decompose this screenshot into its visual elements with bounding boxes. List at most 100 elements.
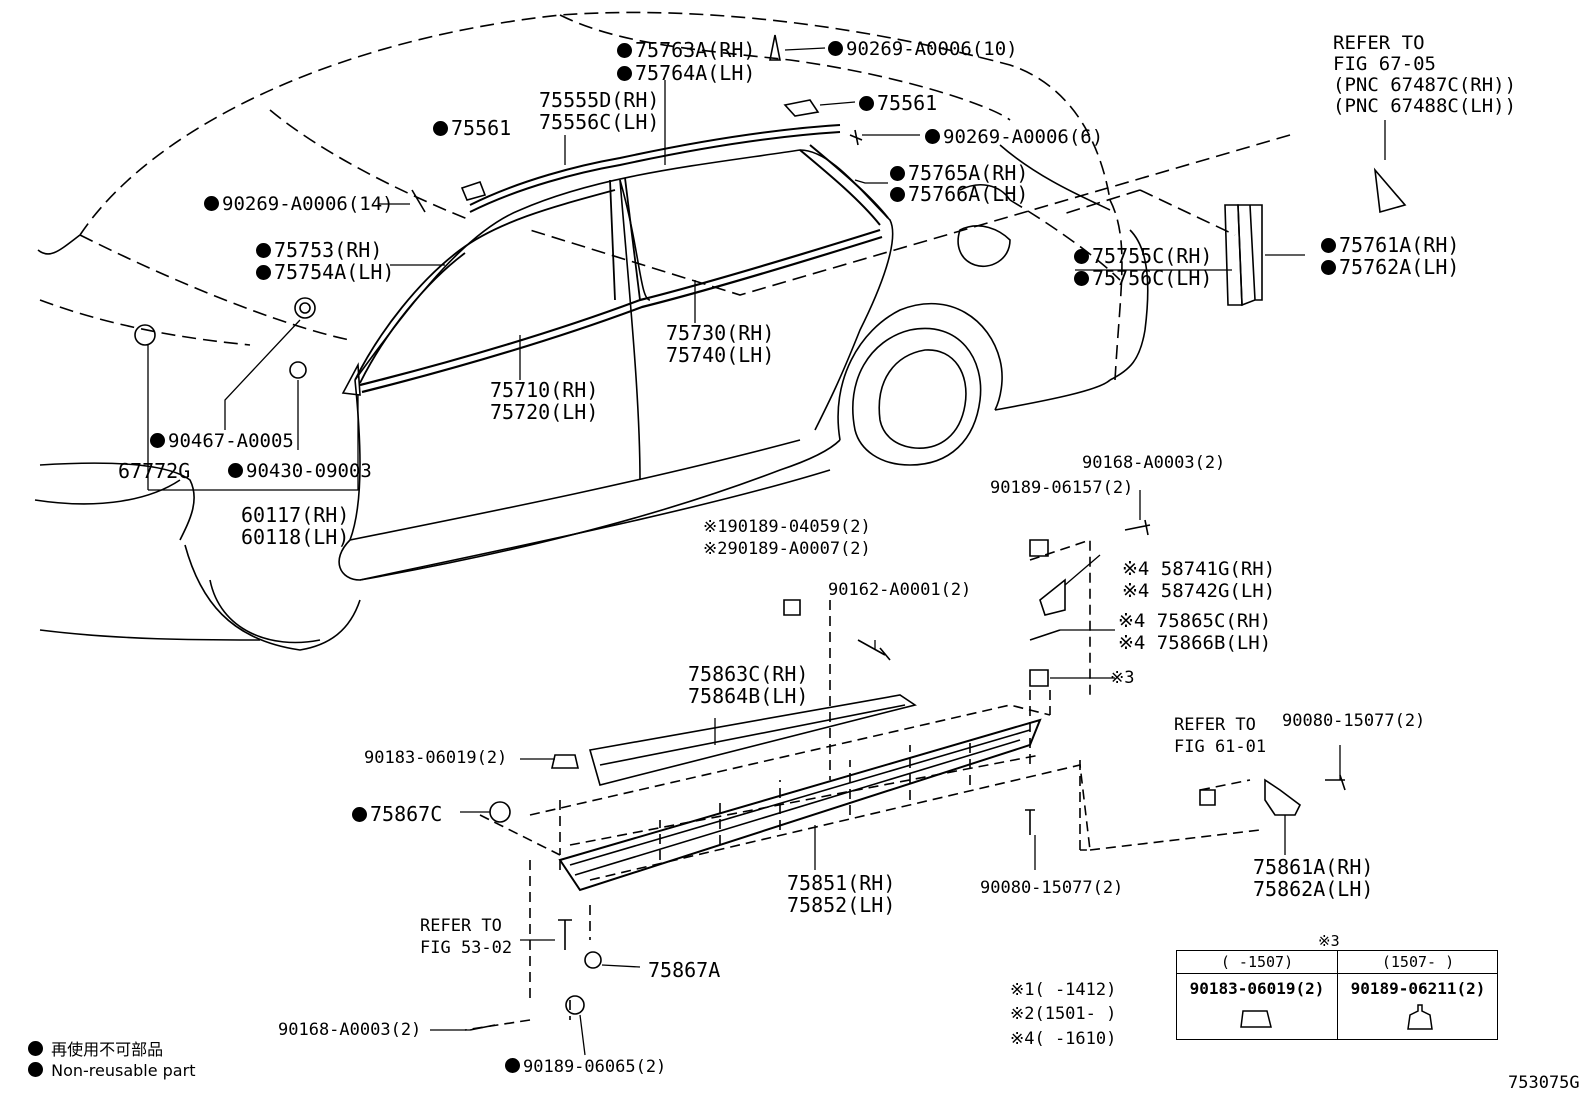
screw-top — [770, 35, 780, 60]
label-75867a: 75867A — [648, 958, 721, 982]
clip-90189-04059 — [784, 600, 800, 615]
mark3-table: ( -1507) 90183-06019(2) (1507- ) 90189-0… — [1176, 950, 1498, 1040]
label-90189-04059: ※190189-04059(2) — [703, 517, 871, 537]
screw-mid — [850, 130, 862, 145]
label-75867c: 75867C — [352, 804, 442, 824]
label-90467: 90467-A0005 — [150, 432, 294, 451]
table-col-1: ( -1507) 90183-06019(2) — [1177, 951, 1337, 1039]
label-75555d: 75555D(RH) — [539, 88, 660, 112]
table-part-2: 90189-06211(2) — [1350, 979, 1486, 998]
clip-mark3 — [1030, 670, 1048, 686]
label-90168-bottom: 90168-A0003(2) — [278, 1020, 422, 1040]
refer-67-05-line3: (PNC 67487C(RH)) — [1333, 74, 1517, 96]
label-75866b: ※4 75866B(LH) — [1118, 632, 1272, 654]
clip-67772 — [135, 325, 155, 345]
label-75561-top: 75561 — [859, 93, 937, 113]
table-header-1: ( -1507) — [1177, 951, 1337, 974]
roof-drip-molding — [470, 125, 888, 225]
clip-75561-top — [785, 100, 818, 116]
clip-75561-left — [462, 182, 485, 200]
label-75556c: 75556C(LH) — [539, 110, 660, 134]
label-75764a: 75764A(LH) — [617, 63, 755, 83]
clip-90189-06157 — [1030, 540, 1048, 556]
legend-en: Non-reusable part — [28, 1061, 195, 1080]
label-90269-10: 90269-A0006(10) — [828, 40, 1018, 59]
label-90430: 90430-09003 — [228, 462, 372, 481]
clip-75867a — [585, 952, 601, 968]
refer-67-05-line1: REFER TO — [1333, 32, 1425, 54]
table-part-1: 90183-06019(2) — [1189, 979, 1325, 998]
label-58742g: ※4 58742G(LH) — [1122, 580, 1276, 602]
car-body-outline — [40, 12, 1290, 380]
label-67772g: 67772G — [118, 459, 191, 483]
part-67487 — [1375, 170, 1405, 212]
part-75865 — [1030, 630, 1060, 640]
nut-90183 — [552, 755, 578, 768]
rocker-molding-upper — [590, 695, 915, 785]
label-90080-bottom: 90080-15077(2) — [980, 878, 1124, 898]
nut-icon — [1237, 1003, 1277, 1033]
screw-left — [412, 190, 425, 212]
label-90183: 90183-06019(2) — [364, 748, 508, 768]
label-90189-06065: 90189-06065(2) — [505, 1058, 666, 1076]
label-mark3: ※3 — [1110, 668, 1135, 688]
refer-67-05-line4: (PNC 67488C(LH)) — [1333, 95, 1517, 117]
rocker-panel — [560, 720, 1040, 890]
label-75863c: 75863C(RH) — [688, 662, 809, 686]
rocker-dashed-frame — [465, 540, 1260, 1030]
clip-90189-06065 — [566, 996, 584, 1014]
label-75754a: 75754A(LH) — [256, 262, 394, 282]
label-75861a: 75861A(RH) — [1253, 855, 1374, 879]
footnote-2: ※2(1501- ) — [1010, 1004, 1117, 1024]
clip-90467 — [295, 298, 315, 318]
label-75755c: 75755C(RH) — [1074, 246, 1212, 266]
label-75730: 75730(RH) — [666, 321, 775, 345]
belt-molding — [360, 230, 882, 392]
bolt-90162 — [858, 640, 890, 660]
refer-53-02-line1: REFER TO — [420, 916, 502, 936]
label-75864b: 75864B(LH) — [688, 684, 809, 708]
label-90269-6: 90269-A0006(6) — [925, 128, 1103, 147]
leader-lines — [148, 48, 1385, 1055]
label-75765a: 75765A(RH) — [890, 163, 1028, 183]
label-75766a: 75766A(LH) — [890, 184, 1028, 204]
bolt-90080-mid — [1025, 810, 1035, 835]
ring-90430 — [290, 362, 306, 378]
label-90162: 90162-A0001(2) — [828, 580, 972, 600]
table-title: ※3 — [1318, 932, 1340, 950]
bolt-90168-top — [1125, 520, 1150, 535]
refer-61-01-line1: REFER TO — [1174, 715, 1256, 735]
legend-jp: 再使用不可部品 — [28, 1036, 163, 1060]
label-75851: 75851(RH) — [787, 871, 896, 895]
screw-53-02 — [558, 920, 572, 950]
clip-icon — [1400, 1001, 1440, 1035]
refer-61-01-line2: FIG 61-01 — [1174, 737, 1267, 757]
label-75862a: 75862A(LH) — [1253, 877, 1374, 901]
label-90080-right: 90080-15077(2) — [1282, 711, 1426, 731]
label-75761a: 75761A(RH) — [1321, 235, 1459, 255]
label-75740: 75740(LH) — [666, 343, 775, 367]
label-75762a: 75762A(LH) — [1321, 257, 1459, 277]
label-75710: 75710(RH) — [490, 378, 599, 402]
label-58741g: ※4 58741G(RH) — [1122, 558, 1276, 580]
label-60118: 60118(LH) — [241, 525, 350, 549]
clip-75867c — [490, 802, 510, 822]
bracket-75861 — [1265, 780, 1300, 815]
label-90168-top: 90168-A0003(2) — [1082, 453, 1226, 473]
label-75852: 75852(LH) — [787, 893, 896, 917]
bolt-90080-right — [1325, 775, 1345, 790]
label-75753: 75753(RH) — [256, 240, 382, 260]
label-90189-a0007: ※290189-A0007(2) — [703, 539, 871, 559]
triangle-part — [343, 365, 360, 395]
diagram-id: 753075G — [1508, 1073, 1580, 1093]
label-75865c: ※4 75865C(RH) — [1118, 610, 1272, 632]
label-90189-06157: 90189-06157(2) — [990, 478, 1134, 498]
part-58741 — [1040, 580, 1065, 615]
car-body-solid — [35, 145, 1148, 650]
refer-67-05-line2: FIG 67-05 — [1333, 53, 1436, 75]
label-90269-14: 90269-A0006(14) — [204, 195, 394, 214]
footnote-1: ※1( -1412) — [1010, 980, 1117, 1000]
footnote-4: ※4( -1610) — [1010, 1029, 1117, 1049]
label-60117: 60117(RH) — [241, 503, 350, 527]
